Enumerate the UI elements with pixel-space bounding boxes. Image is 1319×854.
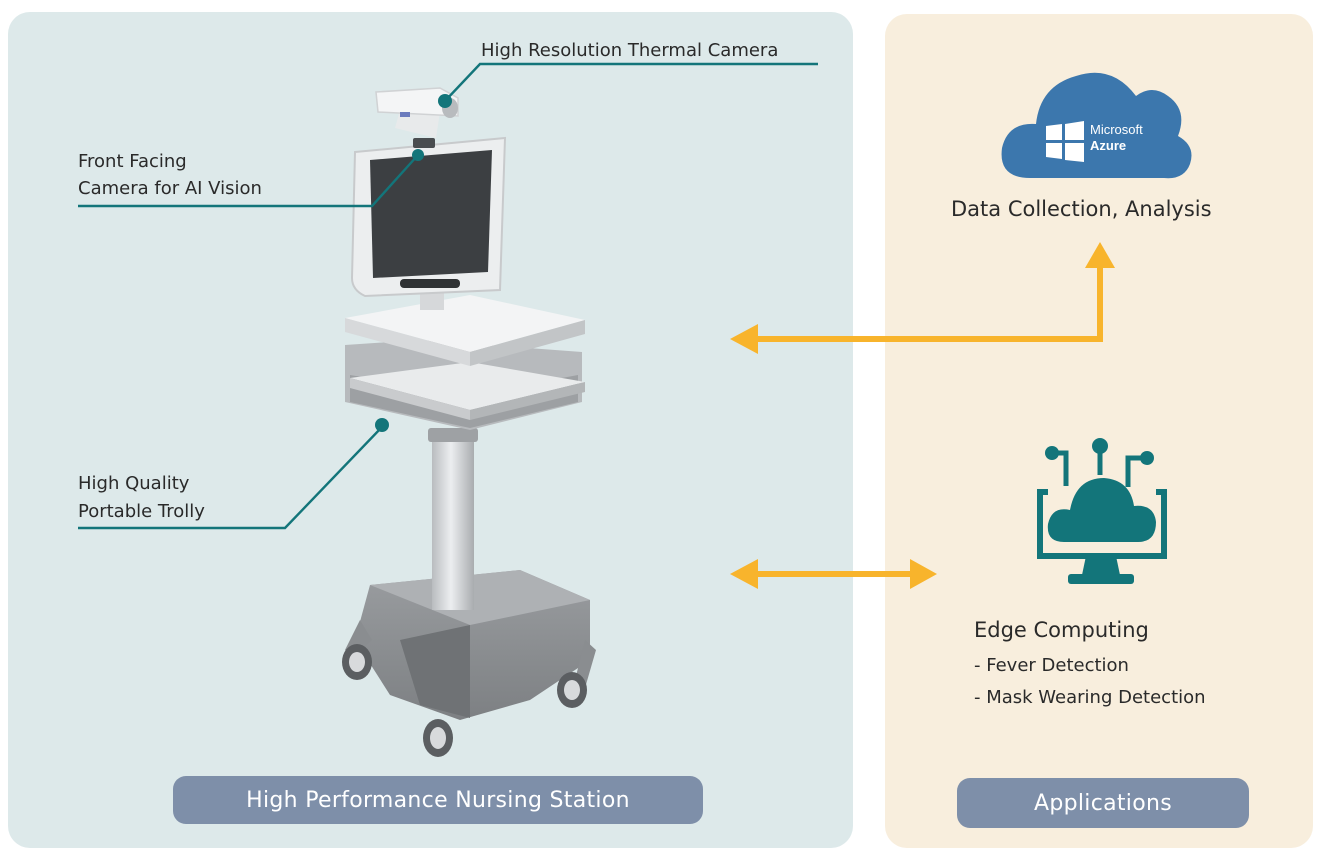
cloud-connection-arrow — [730, 242, 1115, 354]
callout-lines — [78, 62, 818, 530]
thermal-camera-leader — [444, 62, 818, 102]
fever-detection-item: - Fever Detection — [974, 655, 1129, 676]
front-camera-label-line2: Camera for AI Vision — [78, 178, 262, 199]
trolly-label-line2: Portable Trolly — [78, 501, 205, 522]
edge-computing-label: Edge Computing — [974, 618, 1149, 642]
azure-logo-line1: Microsoft — [1090, 122, 1143, 137]
data-collection-label: Data Collection, Analysis — [951, 197, 1212, 221]
mask-detection-item: - Mask Wearing Detection — [974, 687, 1206, 708]
front-camera-leader — [78, 154, 419, 208]
edge-computing-icon — [1037, 438, 1167, 584]
edge-connection-arrow — [730, 559, 937, 589]
thermal-camera-dot — [438, 94, 452, 108]
thermal-camera-label: High Resolution Thermal Camera — [481, 40, 779, 61]
nursing-station-title: High Performance Nursing Station — [173, 776, 703, 824]
windows-logo-icon — [1046, 121, 1084, 162]
trolly-label-line1: High Quality — [78, 473, 190, 494]
trolly-dot — [375, 418, 389, 432]
front-camera-label-line1: Front Facing — [78, 151, 187, 172]
applications-title: Applications — [957, 778, 1249, 828]
wheel — [342, 644, 372, 680]
azure-logo-line2: Azure — [1090, 138, 1126, 153]
azure-cloud-icon: Microsoft Azure — [1001, 72, 1192, 179]
front-camera-dot — [412, 149, 424, 161]
wheel — [557, 672, 587, 708]
wheel — [423, 719, 453, 757]
nursing-cart-illustration — [342, 87, 596, 757]
trolly-leader — [78, 426, 383, 530]
